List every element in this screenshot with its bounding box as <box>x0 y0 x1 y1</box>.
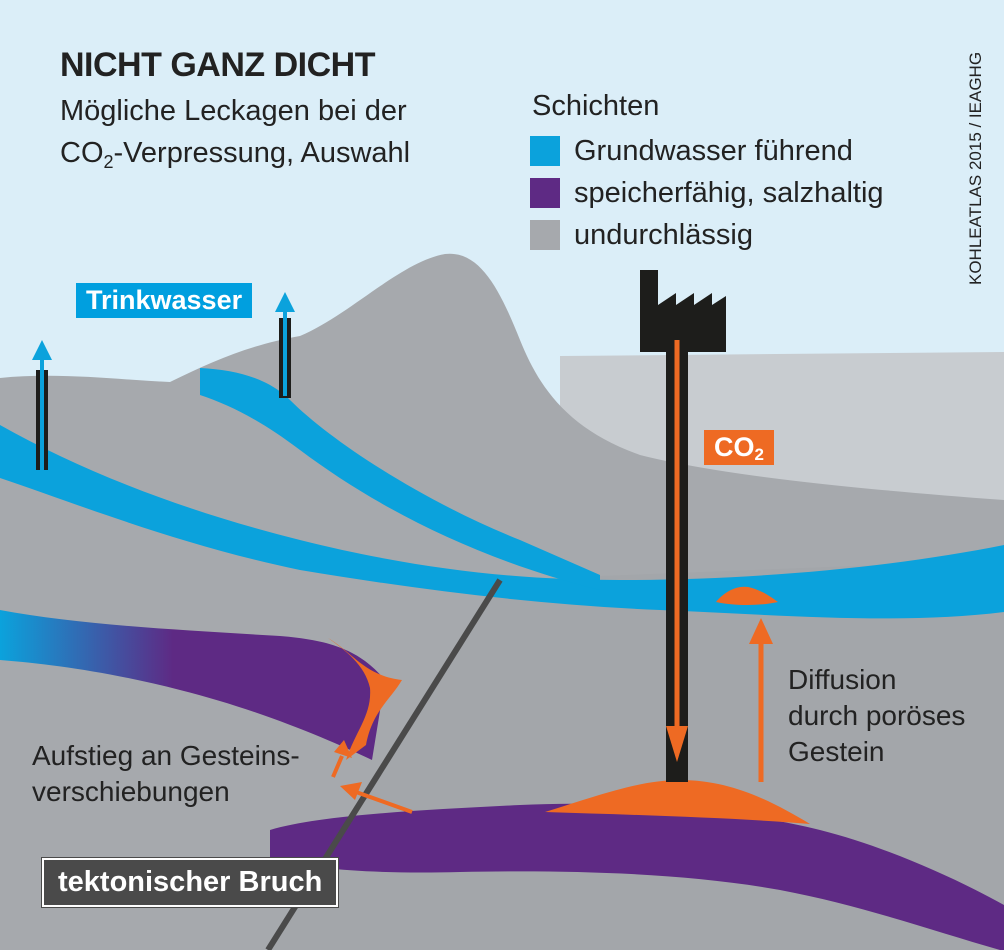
annotation-rise-line-2: verschiebungen <box>32 776 230 807</box>
annotation-rise: Aufstieg an Gesteins- verschiebungen <box>32 738 300 810</box>
legend-swatch-groundwater <box>530 136 560 166</box>
annotation-diffusion: Diffusion durch poröses Gestein <box>788 662 965 770</box>
label-tectonic-fault: tektonischer Bruch <box>42 858 339 907</box>
annotation-rise-line-1: Aufstieg an Gesteins- <box>32 740 300 771</box>
co2-fault-leak <box>328 638 402 760</box>
legend-item-saline: speicherfähig, salzhaltig <box>530 176 884 210</box>
annotation-diffusion-line-1: Diffusion <box>788 664 897 695</box>
well-right-arrowhead <box>275 292 295 312</box>
subtitle-co: CO <box>60 137 104 169</box>
co2-diffusion-pocket <box>716 586 778 605</box>
legend-item-groundwater: Grundwasser führend <box>530 134 853 168</box>
rise-arrow-shaft <box>331 755 344 778</box>
page-title: NICHT GANZ DICHT <box>60 46 375 84</box>
legend-item-impermeable: undurchlässig <box>530 218 753 252</box>
subtitle-line-2: CO2-Verpressung, Auswahl <box>60 132 410 174</box>
saline-layer-left <box>0 610 385 760</box>
legend-swatch-saline <box>530 178 560 208</box>
legend-label-impermeable: undurchlässig <box>574 218 753 251</box>
legend-label-saline: speicherfähig, salzhaltig <box>574 176 884 209</box>
source-credit: KOHLEATLAS 2015 / IEAGHG <box>966 51 985 285</box>
factory-icon <box>640 270 726 352</box>
rise-arrowhead <box>334 740 352 758</box>
subtitle: Mögliche Leckagen bei der CO2-Verpressun… <box>60 90 410 174</box>
groundwater-layer <box>0 425 1004 619</box>
legend-swatch-impermeable <box>530 220 560 250</box>
groundwater-branch <box>200 368 600 590</box>
annotation-diffusion-line-3: Gestein <box>788 736 885 767</box>
label-co2-subscript: 2 <box>754 445 764 464</box>
diffusion-arrowhead <box>749 618 773 644</box>
co2-flow-arrowhead <box>666 726 688 762</box>
leak-arrow-shaft <box>355 790 413 814</box>
co2-storage-pocket <box>545 780 810 824</box>
subtitle-line-1: Mögliche Leckagen bei der <box>60 95 407 127</box>
legend-label-groundwater: Grundwasser führend <box>574 134 853 167</box>
label-co2-main: CO <box>714 432 755 462</box>
subtitle-rest: -Verpressung, Auswahl <box>113 137 411 169</box>
subtitle-subscript: 2 <box>103 152 114 172</box>
annotation-diffusion-line-2: durch poröses <box>788 700 966 731</box>
saline-layer-right <box>270 803 1004 950</box>
legend-title: Schichten <box>532 90 660 122</box>
well-left-arrowhead <box>32 340 52 360</box>
leak-arrowhead <box>340 782 362 800</box>
label-co2: CO2 <box>704 430 774 465</box>
label-drinking-water: Trinkwasser <box>76 283 253 318</box>
